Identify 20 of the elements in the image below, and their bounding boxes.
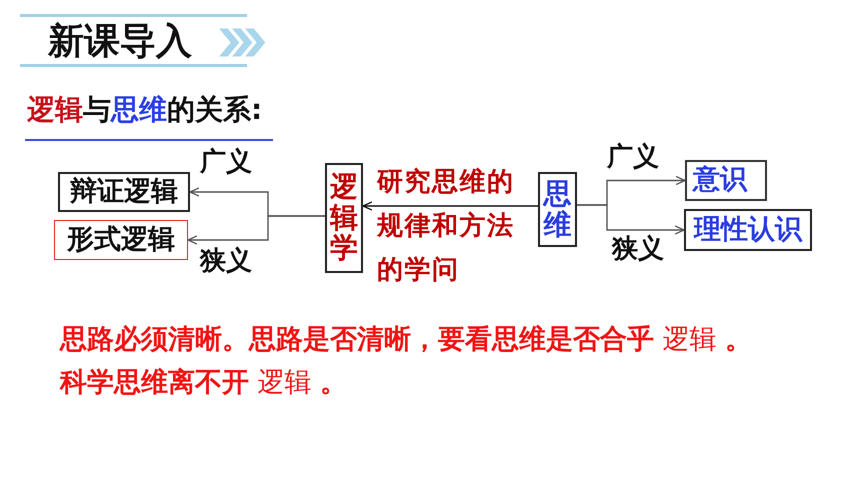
term-box <box>54 220 188 260</box>
section-title: 新课导入 <box>48 20 192 64</box>
arrow-connector <box>362 201 538 211</box>
term-box <box>685 160 767 201</box>
term-label: 逻辑学 <box>330 172 358 264</box>
subheading: 逻辑与思维的关系: <box>27 92 262 127</box>
term-box <box>538 172 577 247</box>
term-box <box>684 209 812 251</box>
note-text: 科学思维离不开 逻辑 。 <box>60 366 348 400</box>
edge-label: 研究思维的规律和方法的学问 <box>377 166 516 287</box>
term-label: 理性认识 <box>694 214 802 246</box>
term-label: 辩证逻辑 <box>70 176 178 208</box>
term-label: 意识 <box>693 164 747 197</box>
term-label: 形式逻辑 <box>67 224 175 256</box>
arrow-connector <box>187 215 325 245</box>
term-label: 思维 <box>544 178 572 240</box>
term-box <box>58 172 190 212</box>
note-text: 思路必须清晰。思路是否清晰，要看思维是否合乎 逻辑 。 <box>60 323 752 357</box>
term-box <box>325 163 363 273</box>
arrow-connector <box>577 204 685 235</box>
